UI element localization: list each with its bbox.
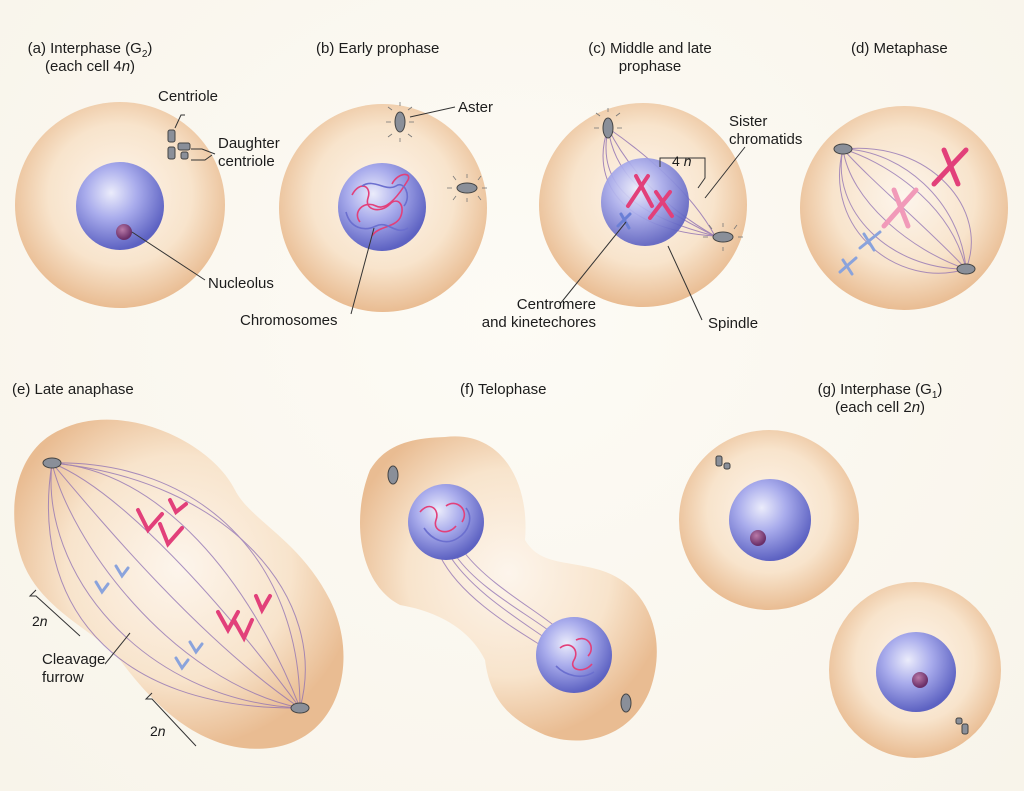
cell-early-prophase xyxy=(279,102,487,315)
aster-icon xyxy=(703,223,743,251)
centriole-icon xyxy=(42,457,62,469)
aster-icon xyxy=(386,102,414,142)
nucleus xyxy=(408,484,484,560)
centriole-icon xyxy=(955,717,963,725)
ploidy-2n-label-upper: 2n xyxy=(32,613,48,629)
chromatin xyxy=(345,173,410,237)
panel-g-label: (g) Interphase (G1) (each cell 2n) xyxy=(817,381,943,416)
nucleus xyxy=(76,162,164,250)
chromatin xyxy=(419,502,595,678)
panel-a-label: (a) Interphase (G2) (each cell 4n) xyxy=(27,40,153,75)
nucleus xyxy=(536,617,612,693)
centriole-icon xyxy=(620,693,632,713)
callout-lines xyxy=(131,114,216,281)
centriole-icon xyxy=(723,462,731,470)
panel-e-label: (e) Late anaphase xyxy=(12,381,134,398)
panel-f-label: (f) Telophase xyxy=(460,381,547,398)
centriole-icon xyxy=(290,702,310,714)
nucleolus xyxy=(912,672,928,688)
aster-label: Aster xyxy=(458,99,494,116)
cytoplasm xyxy=(360,436,657,741)
chromosomes xyxy=(94,498,272,671)
aster-icon xyxy=(594,108,622,139)
cell-late-anaphase xyxy=(14,419,344,749)
cell-middle-late-prophase xyxy=(539,103,747,321)
callout-lines xyxy=(28,589,197,747)
centriole-icon xyxy=(387,465,399,485)
chromosomes-label: Chromosomes xyxy=(240,312,338,329)
nucleolus-label: Nucleolus xyxy=(208,275,274,292)
chromosomes xyxy=(838,147,969,276)
chromosomes xyxy=(616,174,674,230)
centriole-icon xyxy=(833,143,853,155)
panel-b-label: (b) Early prophase xyxy=(316,40,440,57)
panel-d-label: (d) Metaphase xyxy=(851,40,948,57)
nucleolus xyxy=(116,224,132,240)
cell-telophase xyxy=(360,436,657,741)
cell-interphase-g1 xyxy=(679,430,1001,758)
nucleus xyxy=(601,158,689,246)
cell-interphase-g2 xyxy=(15,102,225,308)
centriole-icon xyxy=(956,263,976,275)
aster-icon xyxy=(447,174,487,202)
cytoplasm xyxy=(14,419,344,749)
centriole-icon xyxy=(167,129,191,160)
centriole-icon xyxy=(715,455,723,467)
spindle-fibers xyxy=(48,462,306,709)
centriole-label: Centriole xyxy=(158,88,219,105)
nucleus xyxy=(876,632,956,712)
ploidy-4n-label: 4 n xyxy=(672,153,692,169)
centriole-icon xyxy=(961,723,969,735)
spindle-label: Spindle xyxy=(708,315,759,332)
nucleolus xyxy=(750,530,766,546)
nucleus xyxy=(729,479,811,561)
cell-metaphase xyxy=(800,106,1008,310)
ploidy-2n-label-lower: 2n xyxy=(150,723,166,739)
